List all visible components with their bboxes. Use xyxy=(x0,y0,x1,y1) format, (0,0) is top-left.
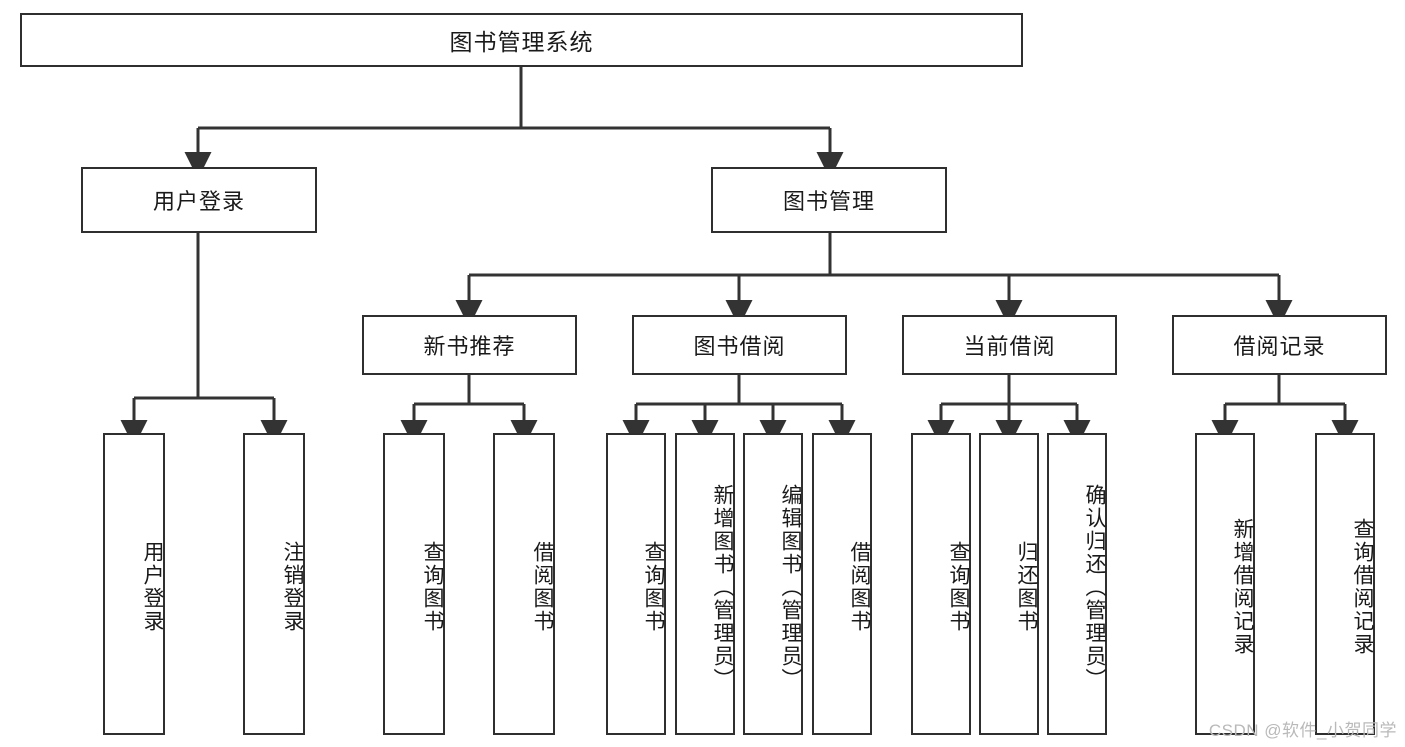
node-label: 借阅记录 xyxy=(1233,334,1326,359)
leaf-borrow-record-query[interactable]: 查询借阅记录 xyxy=(1315,433,1375,735)
node-label: 图书管理 xyxy=(782,189,875,214)
node-label: 用户登录 xyxy=(152,189,245,214)
node-label: 用户登录 xyxy=(141,541,164,633)
leaf-current-borrow-return[interactable]: 归还图书 xyxy=(979,433,1039,735)
node-label: 借阅图书 xyxy=(531,541,554,633)
node-label: 查询借阅记录 xyxy=(1351,518,1374,656)
leaf-book-borrow-edit[interactable]: 编辑图书（管理员） xyxy=(743,433,803,735)
node-user-login[interactable]: 用户登录 xyxy=(81,167,317,233)
leaf-book-borrow-add[interactable]: 新增图书（管理员） xyxy=(675,433,735,735)
node-label: 当前借阅 xyxy=(963,334,1056,359)
node-label: 新增图书（管理员） xyxy=(711,483,734,691)
leaf-new-book-query[interactable]: 查询图书 xyxy=(383,433,445,735)
node-root-system[interactable]: 图书管理系统 xyxy=(20,13,1023,67)
node-label: 图书借阅 xyxy=(693,334,786,359)
node-label: 图书管理系统 xyxy=(449,29,594,55)
leaf-borrow-record-add[interactable]: 新增借阅记录 xyxy=(1195,433,1255,735)
node-label: 注销登录 xyxy=(281,541,304,633)
leaf-book-borrow-query[interactable]: 查询图书 xyxy=(606,433,666,735)
node-new-book-recommend[interactable]: 新书推荐 xyxy=(362,315,577,375)
node-label: 新书推荐 xyxy=(423,334,516,359)
node-label: 新增借阅记录 xyxy=(1231,518,1254,656)
leaf-user-login-signin[interactable]: 用户登录 xyxy=(103,433,165,735)
leaf-current-borrow-confirm-return[interactable]: 确认归还（管理员） xyxy=(1047,433,1107,735)
node-borrow-record[interactable]: 借阅记录 xyxy=(1172,315,1387,375)
node-label: 查询图书 xyxy=(421,541,444,633)
node-label: 查询图书 xyxy=(642,541,665,633)
node-book-management[interactable]: 图书管理 xyxy=(711,167,947,233)
node-label: 查询图书 xyxy=(947,541,970,633)
watermark-text: CSDN @软件_小贺同学 xyxy=(1208,721,1397,740)
node-label: 借阅图书 xyxy=(848,541,871,633)
node-current-borrow[interactable]: 当前借阅 xyxy=(902,315,1117,375)
leaf-user-login-signout[interactable]: 注销登录 xyxy=(243,433,305,735)
leaf-current-borrow-query[interactable]: 查询图书 xyxy=(911,433,971,735)
node-label: 归还图书 xyxy=(1015,541,1038,633)
node-label: 确认归还（管理员） xyxy=(1083,483,1106,691)
node-book-borrow[interactable]: 图书借阅 xyxy=(632,315,847,375)
leaf-new-book-borrow[interactable]: 借阅图书 xyxy=(493,433,555,735)
leaf-book-borrow-lend[interactable]: 借阅图书 xyxy=(812,433,872,735)
node-label: 编辑图书（管理员） xyxy=(779,483,802,691)
